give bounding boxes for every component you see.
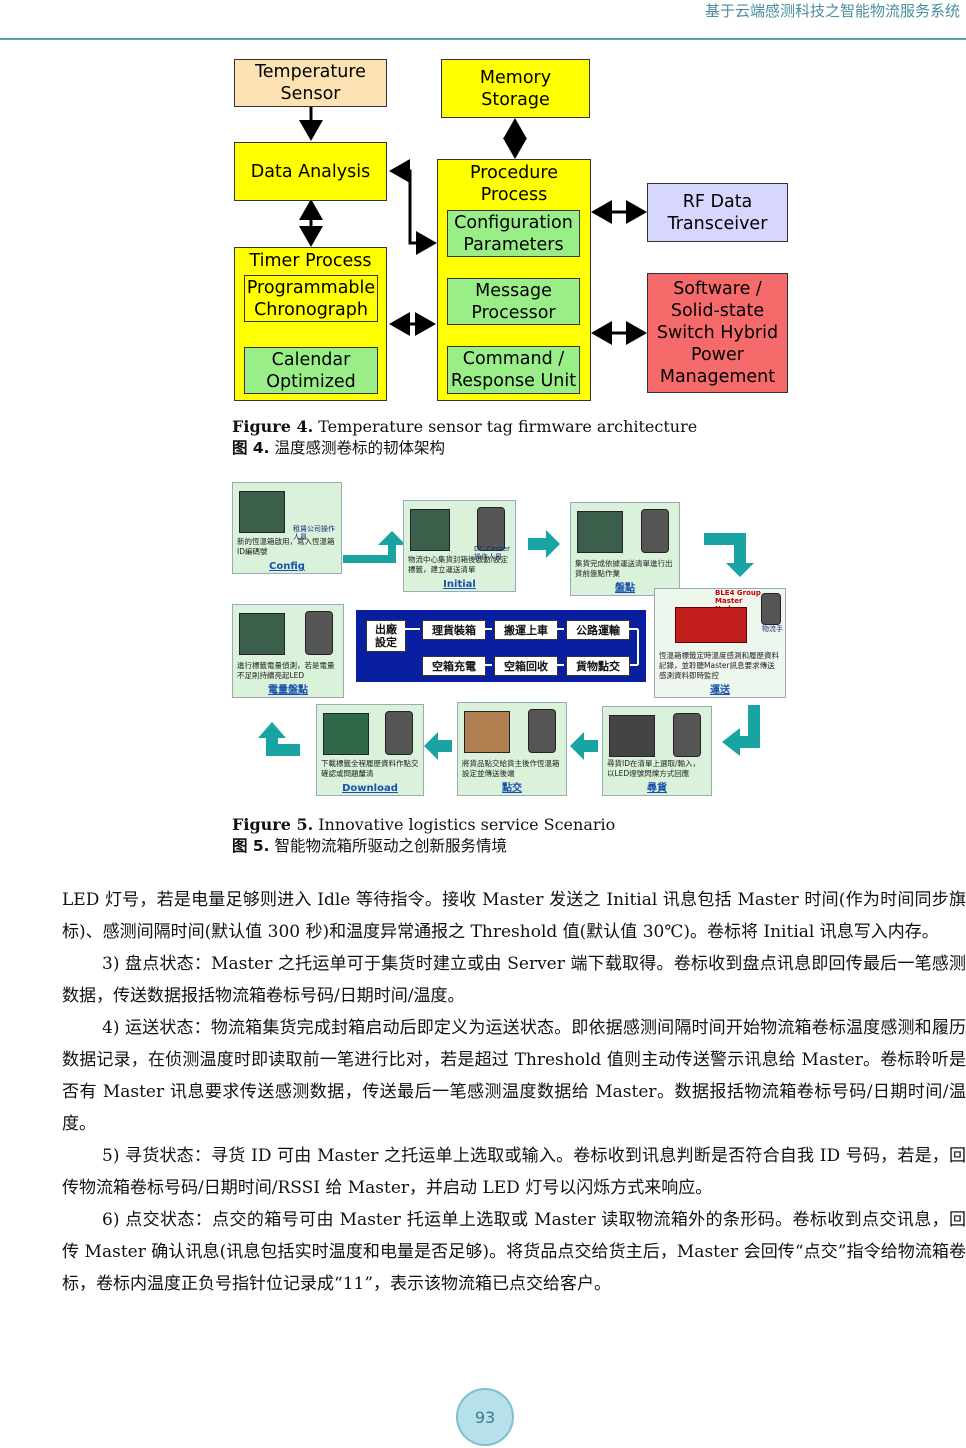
figure-4-text-en: Temperature sensor tag firmware architec…: [313, 417, 698, 436]
arrow-search-handover: [570, 732, 598, 760]
figure-4-caption-en: Figure 4. Temperature sensor tag firmwar…: [232, 416, 697, 437]
figure-5-text-zh: 智能物流箱所驱动之创新服务情境: [269, 837, 508, 855]
flow-goods-handover: 貨物點交: [566, 656, 630, 676]
truck-icon: [675, 607, 747, 643]
tile-initial: DC Center操作人員 物流中心集貨封箱後啟動/設定標籤，建立運送清單 In…: [403, 500, 516, 592]
tile-inventory-label: 盤點: [615, 583, 635, 594]
message-processor-box: Message Processor: [447, 278, 580, 325]
tile-battery-label: 電量盤點: [268, 685, 308, 696]
paragraph-inventory-state: 3) 盘点状态：Master 之托运单可于集货时建立或由 Server 端下载取…: [62, 954, 966, 1006]
paragraph-1: LED 灯号，若是电量足够则进入 Idle 等待指令。接收 Master 发送之…: [62, 890, 966, 942]
box-icon: [323, 713, 369, 755]
figure-4-text-zh: 温度感测卷标的韧体架构: [269, 439, 446, 457]
tile-transport-text: 恆溫箱標籤定時溫度感測和履歷資料記錄，並聆聽Master訊息要求傳送感測資料即時…: [659, 651, 779, 680]
arrow-transport-search: [722, 705, 760, 756]
process-flow-panel: 出廠 設定 理貨裝箱 搬運上車 公路運輸 空箱充電 空箱回收 貨物點交: [356, 610, 646, 682]
tile-config-staff: 租賃公司操作人員: [293, 525, 335, 541]
phone-icon: [761, 593, 781, 625]
figure-5-caption-en: Figure 5. Innovative logistics service S…: [232, 814, 615, 835]
procedure-process-title: Procedure Process: [470, 163, 558, 205]
arrow-analysis-config: [389, 159, 437, 255]
tile-handover-label: 點交: [502, 783, 522, 794]
tile-transport-label: 運送: [710, 685, 730, 696]
tile-initial-staff: DC Center操作人員: [474, 545, 511, 561]
figure-4-label-en: Figure 4.: [232, 417, 314, 436]
tile-search-label: 尋貨: [647, 783, 667, 794]
tile-handover-text: 將貨品點交給貨主後作恆溫箱設定並傳送後端: [462, 759, 560, 778]
tablet-icon: [641, 509, 669, 553]
tile-battery: 進行標籤電量偵測，若是電量不足則持續亮起LED 電量盤點: [232, 604, 344, 698]
command-response-box: Command / Response Unit: [447, 346, 580, 394]
figure-4-caption-zh: 图 4. 温度感测卷标的韧体架构: [232, 438, 445, 459]
flow-arrows: [405, 628, 639, 666]
arrow-download-battery: [258, 722, 300, 756]
figure-4-label-zh: 图 4.: [232, 439, 270, 457]
tile-search: 尋貨ID在清單上選取/輸入，以LED燈號閃爍方式回應 尋貨: [602, 706, 712, 796]
warehouse-icon: [410, 509, 450, 551]
warehouse-icon: [239, 613, 285, 655]
memory-storage-box: Memory Storage: [441, 59, 590, 118]
tile-search-text: 尋貨ID在清單上選取/輸入，以LED燈號閃爍方式回應: [607, 759, 701, 778]
running-title: 基于云端感测科技之智能物流服务系统: [704, 2, 960, 20]
tile-transport: BLE4 Group Master Node 物流手 恆溫箱標籤定時溫度感測和履…: [654, 588, 786, 698]
figure-5-text-en: Innovative logistics service Scenario: [313, 815, 616, 834]
tablet-icon: [305, 611, 333, 655]
page-number: 93: [456, 1388, 514, 1446]
tile-download-text: 下載標籤全程履歷資料作點交確認或問題釐清: [321, 759, 419, 778]
paragraph-search-state: 5) 寻货状态：寻货 ID 可由 Master 之托运单上选取或输入。卷标收到讯…: [62, 1146, 966, 1198]
arrow-handover-download: [424, 732, 452, 760]
flow-factory-setup: 出廠 設定: [366, 620, 406, 652]
figure-5-caption-zh: 图 5. 智能物流箱所驱动之创新服务情境: [232, 836, 507, 857]
phone-icon: [528, 709, 556, 753]
body-text: LED 灯号，若是电量足够则进入 Idle 等待指令。接收 Master 发送之…: [62, 884, 966, 1300]
flow-road-transport: 公路運輸: [566, 620, 630, 640]
paragraph-transport-state: 4) 运送状态：物流箱集货完成封箱启动后即定义为运送状态。即依据感测间隔时间开始…: [62, 1018, 966, 1134]
calendar-box: Calendar Optimized: [244, 347, 378, 394]
worker-icon: [464, 711, 510, 753]
warehouse-icon: [577, 511, 623, 553]
tile-handover: 將貨品點交給貨主後作恆溫箱設定並傳送後端 點交: [457, 702, 567, 796]
tile-download-label: Download: [342, 783, 398, 794]
rf-transceiver-box: RF Data Transceiver: [647, 183, 788, 242]
chronograph-box: Programmable Chronograph: [244, 275, 378, 322]
power-management-box: Software / Solid-state Switch Hybrid Pow…: [647, 273, 788, 393]
figure-5-label-en: Figure 5.: [232, 815, 314, 834]
figure-5-label-zh: 图 5.: [232, 837, 270, 855]
arrow-initial-inventory: [528, 530, 560, 558]
tile-initial-label: Initial: [443, 579, 476, 590]
flow-packing: 理貨裝箱: [422, 620, 486, 640]
tile-download: 下載標籤全程履歷資料作點交確認或問題釐清 Download: [316, 704, 424, 796]
configuration-parameters-box: Configuration Parameters: [447, 210, 580, 257]
timer-process-title: Timer Process: [249, 251, 372, 271]
tile-inventory: 集貨完成依據運送清單進行出貨前盤點作業 盤點: [570, 502, 680, 596]
arrow-inventory-transport: [704, 533, 754, 577]
tile-transport-driver: 物流手: [762, 625, 783, 633]
tile-config: 租賃公司操作人員 新的恆溫箱啟用，寫入恆溫箱ID編碼號 Config: [232, 482, 342, 574]
warehouse-icon: [239, 491, 285, 533]
phone-icon: [385, 711, 413, 755]
header-rule: [0, 38, 966, 40]
temperature-sensor-box: Temperature Sensor: [234, 59, 387, 107]
tile-config-label: Config: [269, 561, 305, 572]
figure-5-arrows: [258, 530, 760, 760]
tile-battery-text: 進行標籤電量偵測，若是電量不足則持續亮起LED: [237, 661, 335, 680]
tile-config-text: 新的恆溫箱啟用，寫入恆溫箱ID編碼號: [237, 537, 335, 556]
phone-icon: [673, 713, 701, 757]
data-analysis-box: Data Analysis: [234, 142, 387, 201]
searcher-icon: [609, 715, 655, 757]
arrow-config-initial: [343, 531, 406, 563]
tablet-icon: [477, 507, 505, 551]
flow-empty-charging: 空箱充電: [422, 656, 486, 676]
tile-initial-text: 物流中心集貨封箱後啟動/設定標籤，建立運送清單: [408, 555, 509, 574]
paragraph-handover-state: 6) 点交状态：点交的箱号可由 Master 托运单上选取或 Master 读取…: [62, 1210, 966, 1294]
tile-inventory-text: 集貨完成依據運送清單進行出貨前盤點作業: [575, 559, 673, 578]
